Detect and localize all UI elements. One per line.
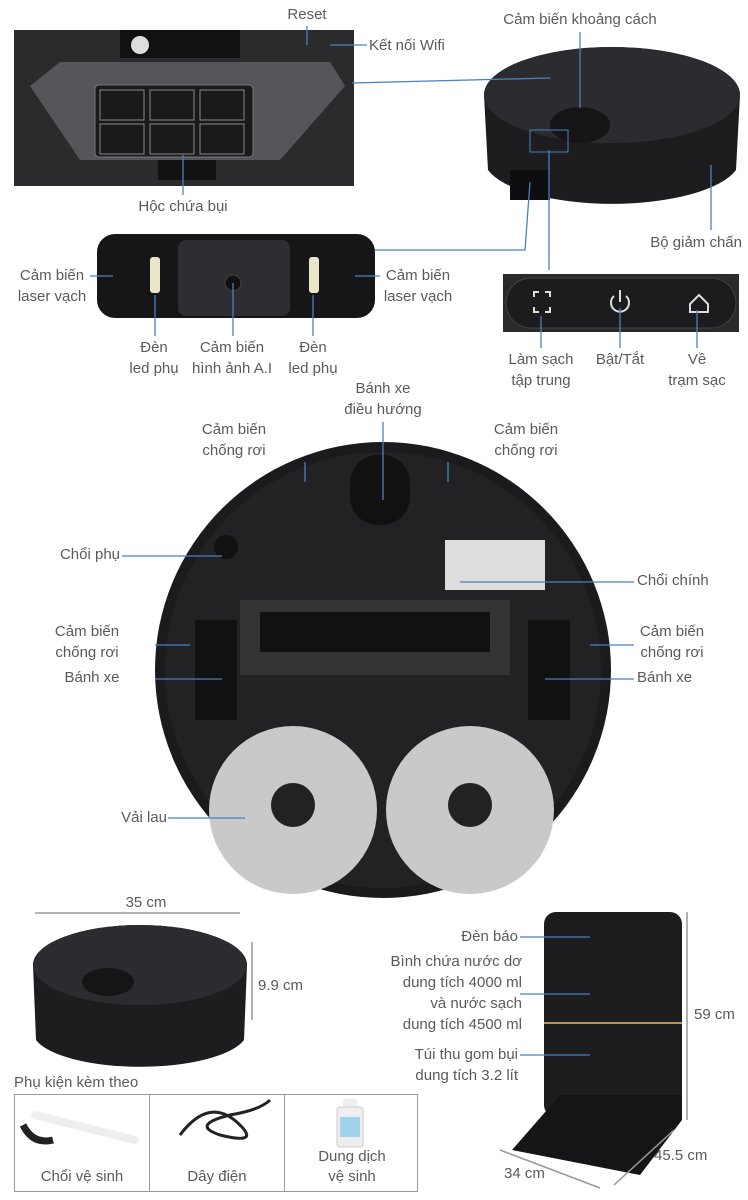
- cleaning-brush-image: [19, 1111, 139, 1145]
- station-photo: [512, 912, 682, 1175]
- cleaning-solution-image: [336, 1099, 364, 1148]
- button-panel-photo: [503, 274, 739, 332]
- accessory-cleaning-brush: Chổi vệ sinh: [15, 1095, 150, 1191]
- camera-module-photo: [97, 234, 375, 318]
- robot-bottom-photo: [155, 442, 611, 898]
- reset-label: Reset: [287, 6, 327, 23]
- robot-height-label: 9.9 cm: [258, 977, 304, 994]
- robot-side-photo: [33, 925, 247, 1067]
- station-height-label: 59 cm: [694, 1006, 735, 1023]
- main-brush-label: Chổi chính: [637, 572, 709, 589]
- leader-lines: [90, 26, 712, 1056]
- power-cord-image: [178, 1098, 272, 1140]
- indicator-label: Đèn báo: [461, 928, 518, 945]
- dimension-lines: [35, 912, 688, 1189]
- side-brush-label: Chổi phụ: [59, 546, 120, 563]
- dust-bin-label: Hộc chứa bụi: [138, 198, 228, 215]
- wifi-label: Kết nối Wifi: [369, 37, 445, 54]
- accessories-title: Phụ kiện kèm theo: [14, 1074, 139, 1091]
- station-width-label: 34 cm: [504, 1165, 545, 1182]
- home-icon: [689, 293, 709, 313]
- robot-top-photo: [484, 47, 740, 204]
- dust-bin-photo: [14, 30, 354, 186]
- focus-clean-icon: [533, 291, 551, 313]
- mop-label: Vải lau: [121, 809, 167, 826]
- wheel-left-label: Bánh xe: [64, 669, 120, 686]
- power-label: Bật/Tắt: [595, 351, 645, 368]
- bumper-label: Bộ giảm chấn: [650, 234, 742, 251]
- robot-width-label: 35 cm: [125, 894, 167, 911]
- station-depth-label: 45.5 cm: [654, 1147, 708, 1164]
- wheel-right-label: Bánh xe: [637, 669, 693, 686]
- distance-sensor-label: Cảm biến khoảng cách: [503, 11, 657, 28]
- accessory-power-cord: Dây điện: [150, 1095, 285, 1191]
